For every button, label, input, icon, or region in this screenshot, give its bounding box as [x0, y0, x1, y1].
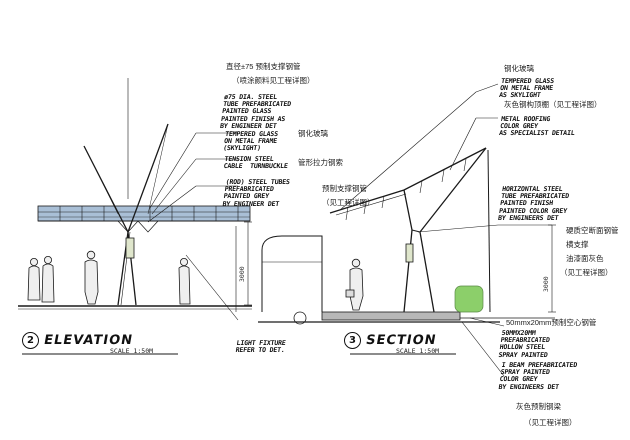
section-glass-note: TEMPERED GLASS ON METAL FRAME AS SKYLIGH…	[498, 77, 555, 100]
elevation-dimension-value: 3000	[238, 266, 246, 282]
section-ibeam-note: I BEAM PREFABRICATED SPRAY PAINTED COLOR…	[498, 361, 578, 391]
elevation-tube-label-cn2: （见工程详图）	[322, 198, 375, 207]
elevation-drawing	[18, 78, 252, 355]
section-scale: SCALE 1:50M	[396, 347, 440, 355]
section-horizontal-note: HORIZONTAL STEEL TUBE PREFABRICATED PAIN…	[497, 185, 570, 222]
section-title: SECTION	[364, 333, 438, 348]
section-vehicle-outline	[261, 235, 323, 312]
elevation-v-column-right	[127, 123, 169, 306]
elevation-canopy-glass	[37, 205, 251, 222]
section-hollow-label-cn: 硬质空断面钢管	[566, 226, 619, 235]
section-hollow-note: 50MMX20MM PREFABRICATED HOLLOW STEEL SPR…	[498, 329, 551, 359]
elevation-column-label-cn: 直径±75 预制支撑钢管	[226, 62, 301, 71]
section-drawing	[235, 83, 556, 377]
section-beam-h-label-cn: 横支撑	[566, 240, 589, 249]
section-ibeam-label-cn2: （见工程详图）	[524, 418, 577, 427]
elevation-light-fixture	[125, 237, 135, 259]
elevation-column-note: ø75 DIA. STEEL TUBE PREFABRICATED PAINTE…	[219, 93, 292, 130]
elevation-light-note: LIGHT FIXTURE REFER TO DET.	[235, 339, 287, 355]
section-drawing-number: 3	[344, 332, 361, 349]
section-ibeam-label-cn: 灰色预制钢梁	[516, 402, 561, 411]
section-pedestrian-figure	[345, 258, 364, 311]
elevation-scale: SCALE 1:50M	[110, 347, 154, 355]
section-paint-label-cn: 油漆面灰色	[566, 254, 604, 263]
elevation-drawing-number: 2	[22, 332, 39, 349]
elevation-pedestrian-figures	[27, 250, 191, 305]
elevation-tube-label-cn: 预制支撑钢管	[322, 184, 367, 193]
section-paint-label-cn2: （见工程详图）	[560, 268, 613, 277]
section-glass-label-cn: 钢化玻璃	[504, 64, 534, 73]
section-planter-shrub	[454, 285, 484, 313]
section-roof-note: METAL ROOFING COLOR GREY AS SPECIALIST D…	[498, 115, 576, 138]
section-glass-label-cn2: 灰色钢构顶棚（见工程详图）	[504, 100, 602, 109]
section-pavement-slab	[321, 311, 461, 321]
section-dimension-value: 3000	[542, 276, 550, 292]
elevation-cable-note: TENSION STEEL CABLE TURNBUCKLE	[223, 155, 289, 171]
elevation-cable-label-cn: 管形拉力钢索	[298, 158, 343, 167]
section-light-fixture	[405, 243, 414, 263]
elevation-title: ELEVATION	[42, 333, 135, 348]
elevation-tube-note: (ROD) STEEL TUBES PREFABRICATED PAINTED …	[222, 178, 291, 208]
section-spec-label-cn: 50mmx20mm预制空心钢管	[506, 318, 597, 327]
elevation-glass-note: TEMPERED GLASS ON METAL FRAME (SKYLIGHT)	[222, 130, 279, 153]
elevation-column-label-cn2: （喷涂颜料见工程详图）	[232, 76, 315, 85]
elevation-glass-label-cn: 钢化玻璃	[298, 129, 328, 138]
